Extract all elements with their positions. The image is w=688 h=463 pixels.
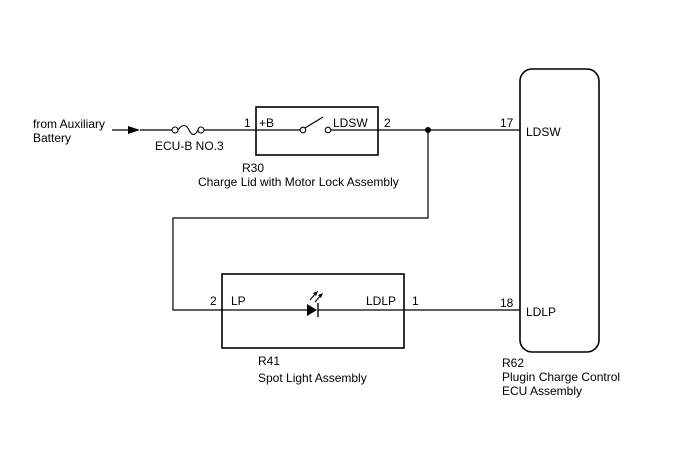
led-icon bbox=[307, 291, 323, 317]
charge-lid-pin-out-name: LDSW bbox=[333, 116, 368, 130]
spot-light-pin-out-num: 1 bbox=[412, 294, 419, 308]
spot-light-pin-in-name: LP bbox=[231, 294, 246, 308]
source-label-line1: from Auxiliary bbox=[33, 117, 105, 131]
charge-lid-name: Charge Lid with Motor Lock Assembly bbox=[198, 175, 399, 189]
spot-light-pin-out-name: LDLP bbox=[366, 294, 396, 308]
fuse-icon bbox=[171, 124, 205, 136]
switch-icon bbox=[256, 116, 378, 134]
charge-lid-pin-out-num: 2 bbox=[384, 116, 391, 130]
charge-lid-code: R30 bbox=[242, 161, 264, 175]
charge-lid-pin-in-name: +B bbox=[259, 116, 274, 130]
spot-light-pin-in-num: 2 bbox=[210, 294, 217, 308]
charge-lid-pin-in-num: 1 bbox=[244, 116, 251, 130]
spot-light-code: R41 bbox=[258, 354, 280, 368]
spot-light-name: Spot Light Assembly bbox=[258, 371, 367, 385]
ecu-pin-bottom-num: 18 bbox=[500, 296, 514, 310]
ecu-box bbox=[519, 68, 600, 353]
wire-branch-to-spot-light bbox=[172, 130, 429, 311]
fuse-label: ECU-B NO.3 bbox=[155, 139, 224, 153]
ecu-pin-bottom-name: LDLP bbox=[526, 305, 556, 319]
source-label-line2: Battery bbox=[33, 131, 71, 145]
ecu-name-line2: ECU Assembly bbox=[502, 384, 582, 398]
ecu-name-line1: Plugin Charge Control bbox=[502, 370, 620, 384]
ecu-pin-top-name: LDSW bbox=[526, 125, 561, 139]
ecu-code: R62 bbox=[502, 356, 524, 370]
charge-lid-box bbox=[255, 106, 379, 156]
source-arrow-icon bbox=[128, 126, 140, 134]
ecu-pin-top-num: 17 bbox=[500, 116, 514, 130]
